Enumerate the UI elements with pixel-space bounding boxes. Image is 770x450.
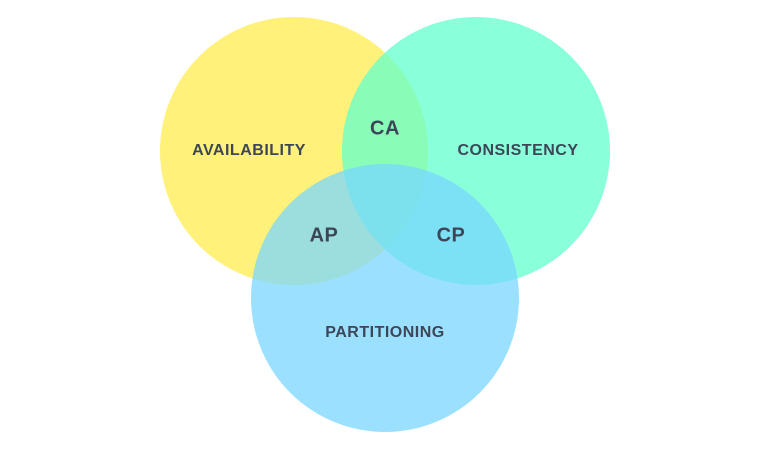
venn-circles (160, 17, 610, 432)
circle-partitioning (251, 164, 519, 432)
label-partitioning: PARTITIONING (325, 324, 444, 341)
label-ca: CA (370, 117, 400, 139)
label-ap: AP (310, 224, 339, 246)
label-cp: CP (437, 224, 466, 246)
label-consistency: CONSISTENCY (457, 142, 578, 159)
label-availability: AVAILABILITY (192, 142, 306, 159)
venn-labels: AVAILABILITY CONSISTENCY PARTITIONING CA… (192, 117, 578, 341)
